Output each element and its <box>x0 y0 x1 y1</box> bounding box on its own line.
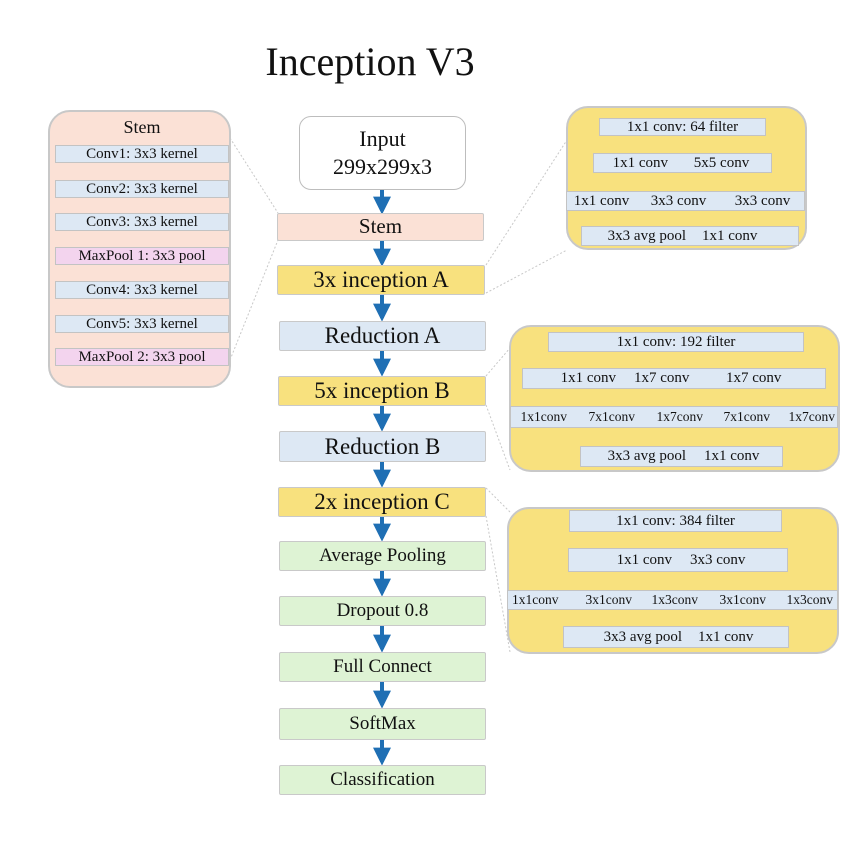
dropout-node: Dropout 0.8 <box>279 596 486 626</box>
input-label: Input <box>359 125 406 151</box>
stem-conv3: Conv3: 3x3 kernel <box>55 213 229 231</box>
stem-panel-title: Stem <box>123 117 161 137</box>
reduction-a-node: Reduction A <box>279 321 486 351</box>
inception-b-branch2-conv1: 1x1 conv <box>522 368 622 389</box>
inception-b-branch2-conv3: 1x7 conv <box>712 368 826 389</box>
stem-conv4: Conv4: 3x3 kernel <box>55 281 229 299</box>
inception-b-branch2-conv2: 1x7 conv <box>622 368 712 389</box>
input-node: Input 299x299x3 <box>299 116 466 190</box>
inception-b-node: 5x inception B <box>278 376 486 406</box>
full-connect-node: Full Connect <box>279 652 486 682</box>
inception-a-branch4-conv: 1x1 conv <box>690 226 799 246</box>
inception-b-branch3-conv1: 1x1conv <box>510 406 569 428</box>
inception-c-branch1: 1x1 conv: 384 filter <box>569 510 782 532</box>
stem-node: Stem <box>277 213 484 241</box>
inception-a-branch4-pool: 3x3 avg pool <box>581 226 690 246</box>
inception-a-branch2-conv1: 1x1 conv <box>593 153 672 173</box>
inception-c-branch2-conv1: 1x1 conv <box>568 548 678 572</box>
inception-b-branch3-conv3: 1x7conv <box>637 406 705 428</box>
stem-maxpool1: MaxPool 1: 3x3 pool <box>55 247 229 265</box>
inception-b-branch4-pool: 3x3 avg pool <box>580 446 692 467</box>
inception-c-branch4-pool: 3x3 avg pool <box>563 626 686 648</box>
inception-a-branch2-conv2: 5x5 conv <box>672 153 772 173</box>
input-shape: 299x299x3 <box>333 154 432 179</box>
inception-a-node: 3x inception A <box>277 265 485 295</box>
inception-c-branch3-conv1: 1x1conv <box>507 590 577 610</box>
diagram-title: Inception V3 <box>265 39 475 84</box>
stem-conv5: Conv5: 3x3 kernel <box>55 315 229 333</box>
inception-c-branch3-conv4: 3x1conv <box>700 590 768 610</box>
inception-c-branch2-conv2: 3x3 conv <box>678 548 788 572</box>
classification-node: Classification <box>279 765 486 795</box>
inception-b-branch1: 1x1 conv: 192 filter <box>548 332 804 352</box>
inception-b-branch3-conv5: 1x7conv <box>772 406 838 428</box>
inception-b-branch4-conv: 1x1 conv <box>692 446 783 467</box>
inception-c-node: 2x inception C <box>278 487 486 517</box>
inception-c-branch3-conv2: 3x1conv <box>577 590 634 610</box>
inception-b-branch3-conv4: 7x1conv <box>705 406 772 428</box>
stem-conv1: Conv1: 3x3 kernel <box>55 145 229 163</box>
inception-c-branch4-conv: 1x1 conv <box>686 626 789 648</box>
inception-b-branch3-conv2: 7x1conv <box>569 406 637 428</box>
zoom-lines <box>229 137 568 653</box>
inception-a-branch3-conv3: 3x3 conv <box>721 191 805 211</box>
inception-a-branch3-conv2: 3x3 conv <box>636 191 721 211</box>
softmax-node: SoftMax <box>279 708 486 740</box>
inception-a-branch1: 1x1 conv: 64 filter <box>599 118 766 136</box>
inception-c-branch3-conv3: 1x3conv <box>634 590 700 610</box>
stem-maxpool2: MaxPool 2: 3x3 pool <box>55 348 229 366</box>
inception-a-branch3-conv1: 1x1 conv <box>566 191 636 211</box>
average-pooling-node: Average Pooling <box>279 541 486 571</box>
inception-c-branch3-conv5: 1x3conv <box>768 590 838 610</box>
reduction-b-node: Reduction B <box>279 431 486 462</box>
stem-conv2: Conv2: 3x3 kernel <box>55 180 229 198</box>
